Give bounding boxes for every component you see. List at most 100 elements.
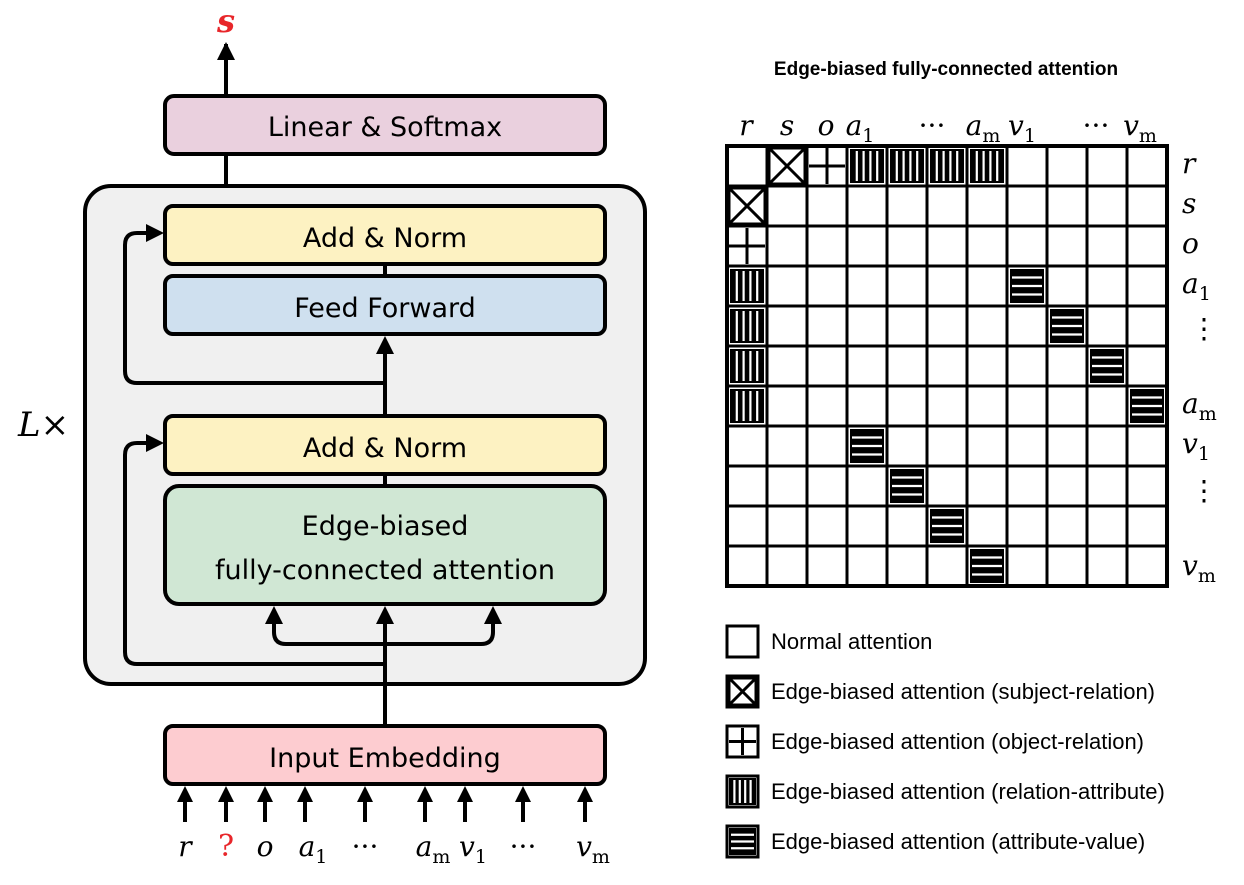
matrix-cell-normal bbox=[845, 304, 889, 348]
matrix-cell-normal bbox=[885, 504, 929, 548]
matrix-cell-normal bbox=[845, 464, 889, 508]
matrix-cell-vertical bbox=[925, 144, 969, 188]
matrix-cell-normal bbox=[1125, 144, 1169, 188]
matrix-cell-normal bbox=[805, 424, 849, 468]
matrix-cell-normal bbox=[845, 224, 889, 268]
matrix-cell-normal bbox=[1045, 384, 1089, 428]
matrix-cell-normal bbox=[765, 344, 809, 388]
matrix-cell-normal bbox=[1085, 184, 1129, 228]
legend-swatch-plus bbox=[725, 724, 760, 759]
matrix-row-label: s bbox=[1182, 187, 1196, 220]
matrix-cell-normal bbox=[765, 384, 809, 428]
legend-item: Edge-biased attention (relation-attribut… bbox=[725, 774, 1165, 809]
input-token: o bbox=[257, 830, 274, 863]
linear-softmax-block: Linear & Softmax bbox=[163, 94, 607, 156]
matrix-cell-normal bbox=[1125, 344, 1169, 388]
matrix-cell-normal bbox=[1005, 464, 1049, 508]
legend-swatch-cross bbox=[725, 674, 760, 709]
matrix-cell-normal bbox=[925, 304, 969, 348]
matrix-cell-normal bbox=[1125, 424, 1169, 468]
matrix-cell-normal bbox=[885, 304, 929, 348]
matrix-cell-normal bbox=[805, 344, 849, 388]
input-token: am bbox=[416, 830, 451, 868]
legend-label: Edge-biased attention (object-relation) bbox=[771, 729, 1144, 754]
matrix-row-label: am bbox=[1182, 387, 1217, 425]
matrix-cell-normal bbox=[805, 304, 849, 348]
legend-label: Normal attention bbox=[771, 629, 932, 654]
legend-swatch-horizontal bbox=[725, 824, 760, 859]
matrix-cell-normal bbox=[1045, 424, 1089, 468]
matrix-cell-normal bbox=[1005, 344, 1049, 388]
input-arrow bbox=[218, 786, 234, 822]
matrix-cell-normal bbox=[965, 424, 1009, 468]
matrix-cell-normal bbox=[965, 264, 1009, 308]
matrix-cell-normal bbox=[925, 344, 969, 388]
matrix-cell-normal bbox=[805, 224, 849, 268]
matrix-cell-normal bbox=[925, 224, 969, 268]
legend-item: Normal attention bbox=[725, 624, 932, 659]
matrix-column-label: am bbox=[966, 109, 1001, 147]
matrix-cell-normal bbox=[965, 304, 1009, 348]
matrix-cell-normal bbox=[925, 464, 969, 508]
matrix-cell-normal bbox=[1125, 224, 1169, 268]
matrix-cell-normal bbox=[965, 384, 1009, 428]
matrix-cell-normal bbox=[765, 264, 809, 308]
matrix-row-label: r bbox=[1182, 147, 1197, 180]
input-token: ? bbox=[218, 829, 234, 864]
add-norm-top-block: Add & Norm bbox=[163, 204, 607, 266]
matrix-row-label: v1 bbox=[1182, 427, 1210, 465]
attention-label-line2: fully-connected attention bbox=[215, 555, 555, 586]
matrix-cell-normal bbox=[885, 544, 929, 588]
matrix-row-label: a1 bbox=[1182, 267, 1211, 305]
matrix-cell-horizontal bbox=[1125, 384, 1169, 428]
matrix-cell-normal bbox=[1125, 264, 1169, 308]
matrix-cell-normal bbox=[925, 544, 969, 588]
matrix-cell-vertical bbox=[965, 144, 1009, 188]
matrix-cell-vertical bbox=[725, 344, 769, 388]
matrix-cell-normal bbox=[1085, 144, 1129, 188]
input-token: v1 bbox=[459, 830, 487, 868]
matrix-cell-normal bbox=[1125, 464, 1169, 508]
input-arrow bbox=[177, 786, 193, 822]
matrix-cell-horizontal bbox=[885, 464, 929, 508]
matrix-cell-normal bbox=[1085, 424, 1129, 468]
matrix-cell-normal bbox=[1045, 184, 1089, 228]
attention-matrix bbox=[725, 144, 1169, 588]
legend-item: Edge-biased attention (attribute-value) bbox=[725, 824, 1145, 859]
matrix-cell-vertical bbox=[725, 384, 769, 428]
matrix-cell-normal bbox=[805, 184, 849, 228]
matrix-cell-normal bbox=[805, 464, 849, 508]
feed-forward-label: Feed Forward bbox=[294, 293, 476, 324]
input-arrow bbox=[457, 786, 473, 822]
add-norm-bottom-block: Add & Norm bbox=[163, 414, 607, 476]
matrix-cell-normal bbox=[805, 544, 849, 588]
matrix-cell-normal bbox=[1045, 264, 1089, 308]
matrix-column-label: s bbox=[780, 109, 794, 142]
input-arrow bbox=[417, 786, 433, 822]
attention-block: Edge-biased fully-connected attention bbox=[163, 484, 607, 606]
matrix-cell-normal bbox=[885, 424, 929, 468]
matrix-cell-plus bbox=[725, 224, 769, 268]
matrix-cell-normal bbox=[1125, 544, 1169, 588]
matrix-column-label: a1 bbox=[846, 109, 875, 147]
matrix-cell-normal bbox=[765, 464, 809, 508]
legend-item: Edge-biased attention (object-relation) bbox=[725, 724, 1144, 759]
matrix-cell-normal bbox=[1045, 224, 1089, 268]
matrix-cell-normal bbox=[925, 384, 969, 428]
matrix-cell-normal bbox=[805, 504, 849, 548]
matrix-cell-normal bbox=[725, 464, 769, 508]
matrix-cell-normal bbox=[1085, 264, 1129, 308]
matrix-cell-normal bbox=[885, 384, 929, 428]
matrix-cell-normal bbox=[1085, 384, 1129, 428]
matrix-cell-normal bbox=[1005, 304, 1049, 348]
transformer-architecture: s Linear & Softmax L× Add & Norm Feed Fo… bbox=[17, 2, 647, 868]
matrix-cell-normal bbox=[1005, 224, 1049, 268]
input-arrow bbox=[297, 786, 313, 822]
matrix-column-label: ··· bbox=[1083, 109, 1110, 142]
input-arrow bbox=[357, 786, 373, 822]
input-embedding-label: Input Embedding bbox=[269, 743, 501, 774]
matrix-cell-normal bbox=[1005, 144, 1049, 188]
matrix-cell-vertical bbox=[725, 304, 769, 348]
